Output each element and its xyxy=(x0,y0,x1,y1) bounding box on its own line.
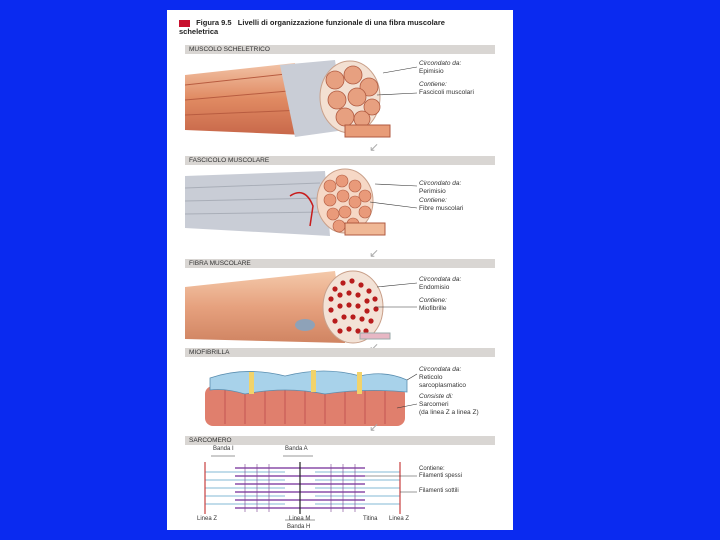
panel-muscle: Circondato da: Epimisio Contiene: Fascic… xyxy=(185,55,495,140)
panel-sarcomere: Banda I Banda A xyxy=(185,446,495,530)
fascicle-extracted xyxy=(345,125,390,137)
label-surrounded-by: Circondato da: xyxy=(419,60,461,68)
label-sarcoplasmic: sarcoplasmatico xyxy=(419,382,466,390)
figure-title-line2: scheletrica xyxy=(179,27,218,36)
sarcoplasmic-reticulum xyxy=(210,371,407,394)
figure-label: Figura 9.5 xyxy=(196,18,231,27)
label-consists-of: Consiste di: xyxy=(419,393,453,401)
fiber-extracted xyxy=(345,223,385,235)
label-contains-2: Contiene: xyxy=(419,197,447,205)
figure-title-line1: Livelli di organizzazione funzionale di … xyxy=(238,18,445,27)
label-contains-3: Contiene: xyxy=(419,297,447,305)
label-z-to-z: (da linea Z a linea Z) xyxy=(419,409,479,417)
label-surrounded-by-3: Circondata da: xyxy=(419,276,461,284)
label-reticulum: Reticolo xyxy=(419,374,442,382)
label-z-line-right: Linea Z xyxy=(389,516,409,522)
label-endomysium: Endomisio xyxy=(419,284,449,292)
label-contains-5: Contiene: xyxy=(419,466,445,472)
nucleus xyxy=(295,319,315,331)
label-band-a: Banda A xyxy=(285,446,308,452)
label-perimysium: Perimisio xyxy=(419,188,446,196)
arrow-down-icon: ↙ xyxy=(369,140,379,154)
label-fascicles: Fascicoli muscolari xyxy=(419,89,474,97)
label-band-h: Banda H xyxy=(287,524,310,530)
label-contains: Contiene: xyxy=(419,81,447,89)
label-titin: Titina xyxy=(363,516,377,522)
label-surrounded-by-4: Circondata da: xyxy=(419,366,461,374)
label-thin-filaments: Filamenti sottili xyxy=(419,488,459,494)
textbook-page: Figura 9.5 Livelli di organizzazione fun… xyxy=(167,10,513,530)
panel-header-muscle: MUSCOLO SCHELETRICO xyxy=(185,45,495,54)
label-thick-filaments: Filamenti spessi xyxy=(419,473,462,479)
perimysium-sheath xyxy=(185,171,330,236)
panel-header-fascicle: FASCICOLO MUSCOLARE xyxy=(185,156,495,165)
label-band-i: Banda I xyxy=(213,446,234,452)
arrow-down-icon: ↙ xyxy=(369,420,379,434)
panel-header-sarcomere: SARCOMERO xyxy=(185,436,495,445)
panel-fiber: Circondata da: Endomisio Contiene: Miofi… xyxy=(185,269,495,347)
muscle-illustration xyxy=(185,55,495,140)
label-z-line-left: Linea Z xyxy=(197,516,217,522)
panel-myofibril: Circondata da: Reticolo sarcoplasmatico … xyxy=(185,358,495,436)
panel-header-fiber: FIBRA MUSCOLARE xyxy=(185,259,495,268)
label-m-line: Linea M xyxy=(289,516,310,522)
label-myofibrils: Miofibrille xyxy=(419,305,446,313)
label-muscle-fibers: Fibre muscolari xyxy=(419,205,463,213)
muscle-fiber xyxy=(185,271,345,343)
myofibril-extracted xyxy=(360,333,390,339)
figure-marker xyxy=(179,20,190,27)
label-sarcomeres: Sarcomeri xyxy=(419,401,449,409)
label-surrounded-by-2: Circondato da: xyxy=(419,180,461,188)
figure-title: Figura 9.5 Livelli di organizzazione fun… xyxy=(179,18,509,36)
panel-fascicle: Circondato da: Perimisio Contiene: Fibre… xyxy=(185,166,495,246)
arrow-down-icon: ↙ xyxy=(369,246,379,260)
panel-header-myofibril: MIOFIBRILLA xyxy=(185,348,495,357)
label-epimysium: Epimisio xyxy=(419,68,444,76)
